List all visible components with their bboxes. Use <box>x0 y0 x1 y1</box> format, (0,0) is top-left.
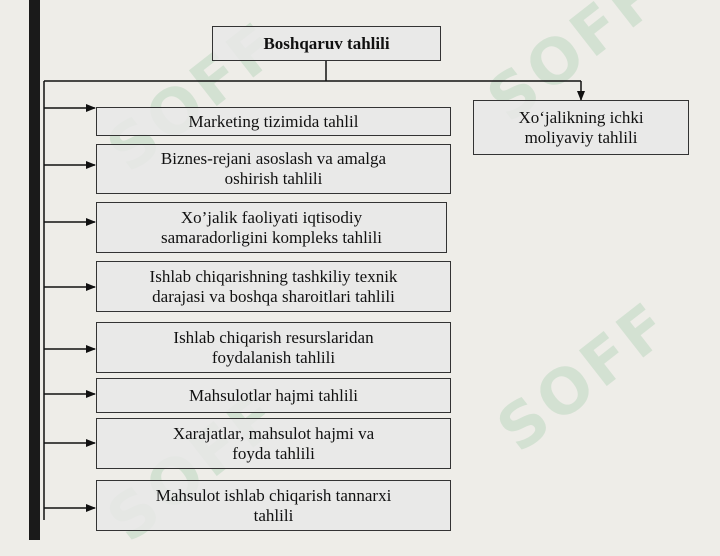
item-label: Biznes-rejani asoslash va amalga oshiris… <box>160 149 387 188</box>
right-box: Xo‘jalikning ichki moliyaviy tahlili <box>473 100 689 155</box>
item-box-6: Mahsulotlar hajmi tahlili <box>96 378 451 413</box>
item-box-2: Biznes-rejani asoslash va amalga oshiris… <box>96 144 451 194</box>
right-box-label: Xo‘jalikning ichki moliyaviy tahlili <box>518 107 644 147</box>
item-box-8: Mahsulot ishlab chiqarish tannarxi tahli… <box>96 480 451 531</box>
left-vertical-bar <box>29 0 40 540</box>
item-label: Marketing tizimida tahlil <box>188 111 359 131</box>
connector-lines <box>43 60 585 520</box>
item-label: Ishlab chiqarish resurslaridan foydalani… <box>173 327 374 367</box>
item-box-1: Marketing tizimida tahlil <box>96 107 451 136</box>
item-label: Mahsulotlar hajmi tahlili <box>188 385 359 405</box>
item-label: Xo’jalik faoliyati iqtisodiy samaradorli… <box>161 207 382 247</box>
item-label: Mahsulot ishlab chiqarish tannarxi tahli… <box>155 485 392 525</box>
item-box-7: Xarajatlar, mahsulot hajmi va foyda tahl… <box>96 418 451 469</box>
item-label: Ishlab chiqarishning tashkiliy texnik da… <box>149 266 398 306</box>
root-box: Boshqaruv tahlili <box>212 26 441 61</box>
root-label: Boshqaruv tahlili <box>263 33 390 53</box>
item-box-4: Ishlab chiqarishning tashkiliy texnik da… <box>96 261 451 312</box>
item-box-3: Xo’jalik faoliyati iqtisodiy samaradorli… <box>96 202 447 253</box>
item-label: Xarajatlar, mahsulot hajmi va foyda tahl… <box>172 423 375 463</box>
item-box-5: Ishlab chiqarish resurslaridan foydalani… <box>96 322 451 373</box>
